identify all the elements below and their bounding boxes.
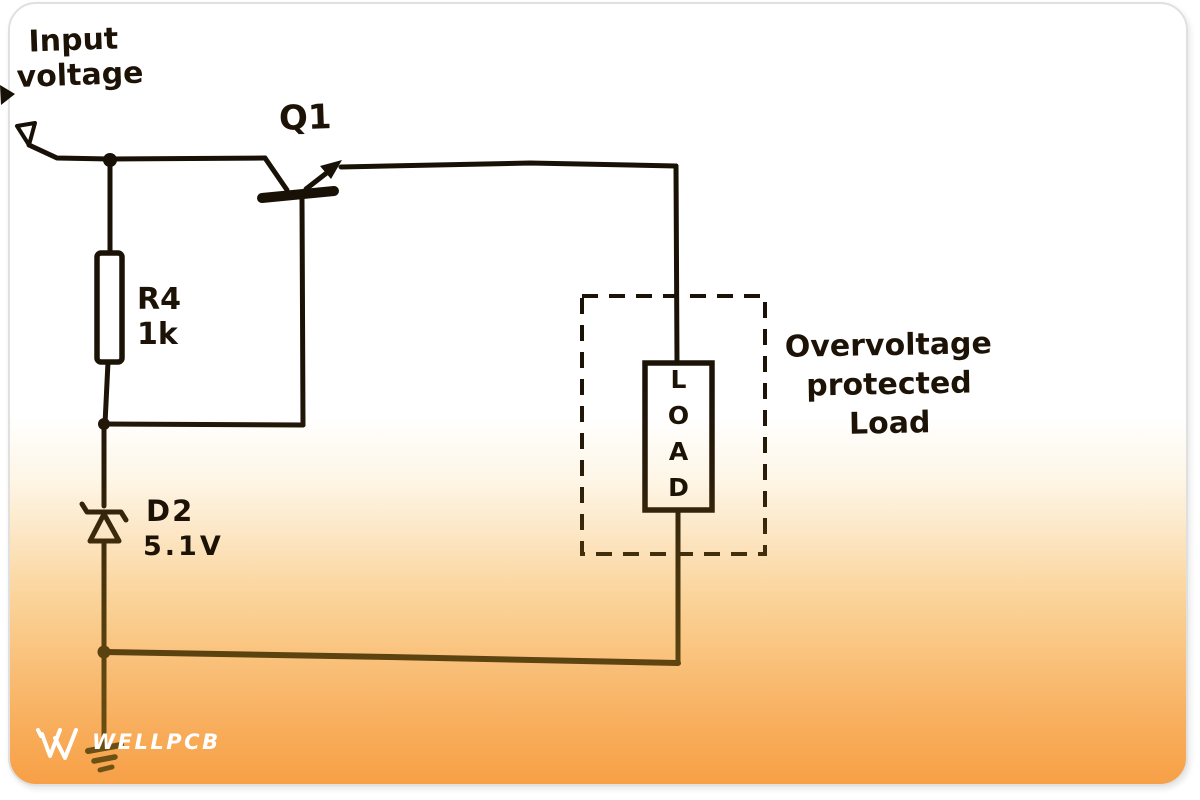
- r4-refdes-label: R4: [137, 282, 181, 317]
- input-voltage-label: Input voltage: [16, 21, 145, 95]
- wire-bottom-return: [101, 649, 681, 666]
- load-box: [642, 360, 715, 513]
- q1-base-bar: [257, 186, 339, 203]
- protected-load-dashed-box: [580, 294, 767, 556]
- wire-r4-to-junction: [102, 359, 111, 427]
- wire-junction-to-base: [101, 421, 306, 428]
- wire-input-to-collector: [26, 142, 268, 162]
- junction-dot-base: [98, 418, 110, 430]
- overvoltage-note-label: Overvoltage protected Load: [784, 326, 993, 442]
- d2-refdes-label: D2: [146, 494, 195, 528]
- zener-d2-symbol: [79, 501, 129, 544]
- q1-label: Q1: [278, 97, 333, 139]
- wellpcb-logo: WELLPCB: [32, 720, 221, 764]
- wire-down-to-load: [673, 163, 680, 366]
- junction-dot-top: [103, 153, 117, 167]
- load-box-text: LOAD: [645, 365, 712, 509]
- q1-collector-lead: [262, 155, 290, 193]
- circuit-wires: [26, 142, 681, 749]
- input-terminal-arrow-icon: [15, 121, 37, 147]
- wellpcb-w-icon: [36, 728, 78, 760]
- q1-base-stem: [299, 195, 306, 428]
- d2-value-label: 5.1V: [143, 531, 224, 562]
- junction-dot-bottom: [97, 645, 111, 659]
- ground-symbol-icon: [85, 742, 124, 773]
- q1-emitter-arrowhead-icon: [320, 160, 342, 179]
- wire-emitter-to-load: [338, 160, 679, 170]
- r4-value-label: 1k: [137, 317, 178, 352]
- load-label: LOAD: [664, 365, 693, 509]
- resistor-r4-body: [94, 250, 125, 365]
- zener-anode-triangle: [87, 511, 122, 544]
- wellpcb-wordmark: WELLPCB: [92, 730, 221, 754]
- edge-marker-icon: [0, 85, 15, 105]
